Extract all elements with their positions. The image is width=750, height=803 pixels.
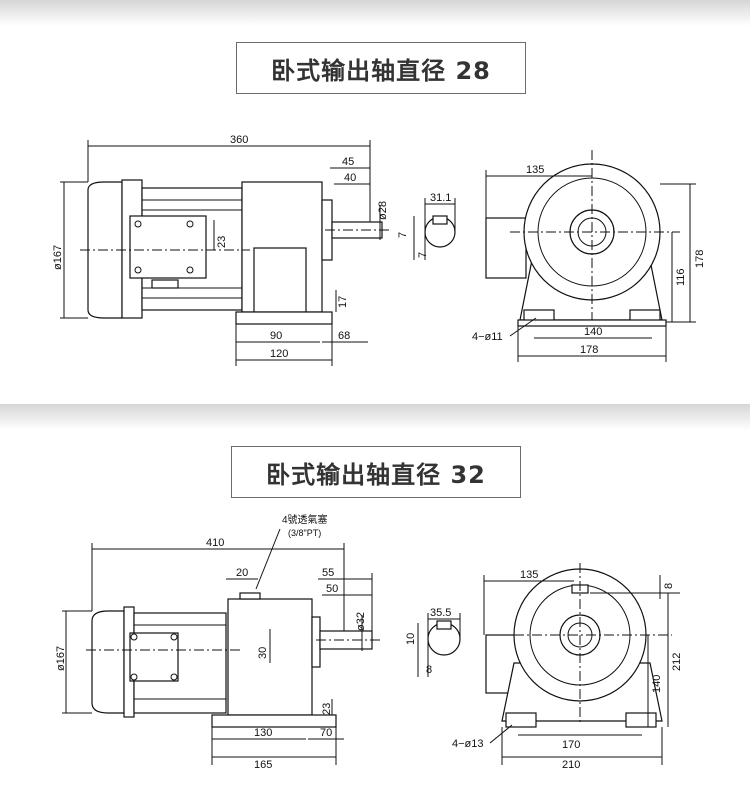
dim-key-31: 31.1: [430, 192, 451, 204]
shaft-key-detail: [413, 198, 456, 260]
dim-front-h140: 140: [651, 675, 663, 693]
dim-b120: 120: [270, 348, 288, 360]
dim-front-w210: 210: [562, 759, 580, 771]
motor-side-view: [91, 606, 227, 718]
dim-h23: 23: [321, 703, 333, 715]
dim-front-w135: 135: [520, 569, 538, 581]
dim-shaft-dia: ø32: [355, 612, 367, 631]
dim-shaft-dia: ø28: [377, 201, 389, 220]
dim-motor-dia: ø167: [55, 646, 67, 671]
vent-note-1: 4號透氣塞: [282, 513, 328, 526]
dim-key-8: 8: [426, 664, 432, 676]
dim-front-holes: 4−ø11: [472, 331, 503, 343]
dim-h17: 17: [337, 296, 349, 308]
dim-front-h8: 8: [663, 583, 675, 589]
dim-front-w140: 140: [584, 326, 602, 338]
shaft-key-detail: [417, 613, 461, 677]
dim-shaft-45: 45: [342, 156, 354, 168]
dim-b68: 68: [338, 330, 350, 342]
dim-front-w135: 135: [526, 164, 544, 176]
dim-key-35: 35.5: [430, 607, 451, 619]
dim-key-7a: 7: [397, 232, 409, 238]
dim-front-holes: 4−ø13: [452, 738, 484, 750]
dim-b70: 70: [320, 727, 332, 739]
section-title-32: 卧式输出轴直径 32: [231, 446, 521, 498]
dim-motor-dia: ø167: [52, 245, 64, 270]
motor-side-view: [87, 179, 243, 319]
dim-center-30: 30: [257, 647, 269, 659]
middle-divider: [0, 404, 750, 430]
dim-key-7b: 7: [417, 252, 429, 258]
dim-center-23: 23: [216, 236, 228, 248]
dim-b165: 165: [254, 759, 272, 771]
dim-front-h212: 212: [671, 653, 683, 671]
vent-note-2: (3/8"PT): [288, 528, 321, 538]
gearbox-side-view: [235, 181, 383, 325]
drawing-shaft-28: 360 45 40 ø28 ø167 23 17 90 68 120 31.1 …: [52, 134, 706, 366]
dim-b130: 130: [254, 727, 272, 739]
gearbox-front-view: [485, 163, 667, 327]
dim-front-h178: 178: [694, 250, 706, 268]
dim-b90: 90: [270, 330, 282, 342]
section-title-28: 卧式输出轴直径 28: [236, 42, 526, 94]
dim-d20: 20: [236, 567, 248, 579]
gearbox-side-view: [211, 592, 373, 728]
dim-total-length: 410: [206, 537, 224, 549]
drawing-shaft-32: 4號透氣塞 (3/8"PT) 410 20 55 50 ø32 ø167 30 …: [55, 513, 683, 771]
dim-key-10: 10: [405, 633, 417, 645]
dim-shaft-50: 50: [326, 583, 338, 595]
dim-front-w170: 170: [562, 739, 580, 751]
dim-front-w178: 178: [580, 344, 598, 356]
dim-front-h116: 116: [675, 268, 687, 286]
dim-total-length: 360: [230, 134, 248, 146]
top-divider: [0, 0, 750, 26]
dim-shaft-40: 40: [344, 172, 356, 184]
dim-shaft-55: 55: [322, 567, 334, 579]
